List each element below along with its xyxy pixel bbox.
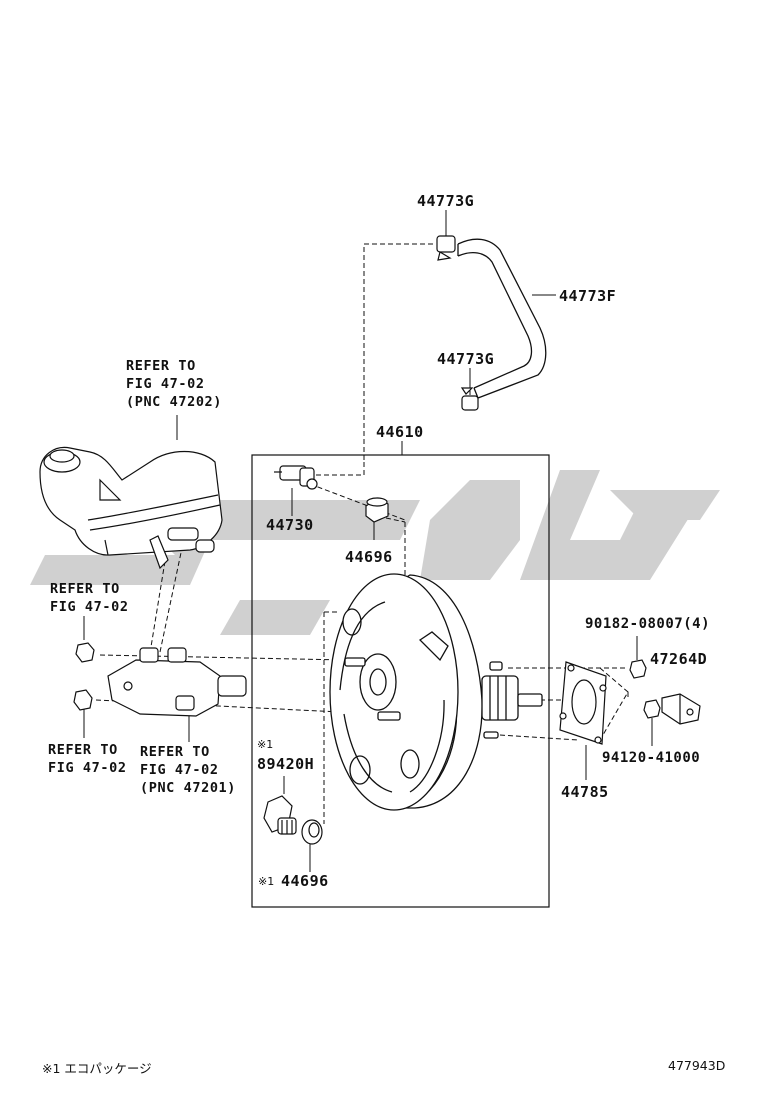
note-mark-grommet: ※1: [258, 875, 275, 888]
ref-master-cylinder: REFER TO FIG 47-02 (PNC 47201): [140, 744, 237, 796]
leader-lines: [83, 210, 653, 872]
part-label-94120: 94120-41000: [602, 750, 701, 766]
brake-booster: [329, 573, 543, 811]
check-valve: [274, 465, 318, 490]
part-label-90182: 90182-08007(4): [585, 616, 711, 632]
part-label-44773g-mid: 44773G: [437, 350, 495, 368]
vacuum-hose: [457, 238, 547, 399]
pressure-sensor: [263, 795, 297, 835]
note-mark-sensor: ※1: [257, 738, 274, 751]
part-label-44610: 44610: [376, 423, 424, 441]
part-label-47264d: 47264D: [650, 650, 708, 668]
clevis: [661, 693, 701, 725]
part-label-44773f: 44773F: [559, 287, 617, 305]
gasket: [559, 661, 607, 745]
nut-94120: [643, 699, 661, 719]
nut-left-upper: [75, 642, 95, 663]
dashed-guides: [95, 243, 629, 824]
watermark-logo: [30, 470, 720, 635]
diagram-code: 477943D: [668, 1058, 726, 1073]
hose-clamp-top: [436, 235, 456, 261]
master-cylinder: [107, 647, 247, 717]
part-label-89420h: 89420H: [257, 755, 315, 773]
reservoir-tank: [39, 446, 223, 570]
nut-left-lower: [73, 689, 93, 711]
ref-left-upper: REFER TO FIG 47-02: [50, 581, 129, 615]
hose-clamp-mid: [460, 387, 479, 411]
part-label-44730: 44730: [266, 516, 314, 534]
grommet-top: [365, 497, 389, 523]
ref-reservoir: REFER TO FIG 47-02 (PNC 47202): [126, 358, 223, 410]
part-label-44696-bottom: 44696: [281, 872, 329, 890]
booster-assembly-box: [251, 454, 550, 908]
part-label-44785: 44785: [561, 783, 609, 801]
footer-note: ※1 エコパッケージ: [42, 1061, 152, 1076]
part-label-44773g-top: 44773G: [417, 192, 475, 210]
nut: [629, 659, 647, 679]
ref-left-lower: REFER TO FIG 47-02: [48, 742, 127, 776]
part-label-44696-top: 44696: [345, 548, 393, 566]
grommet-bottom: [301, 819, 323, 845]
